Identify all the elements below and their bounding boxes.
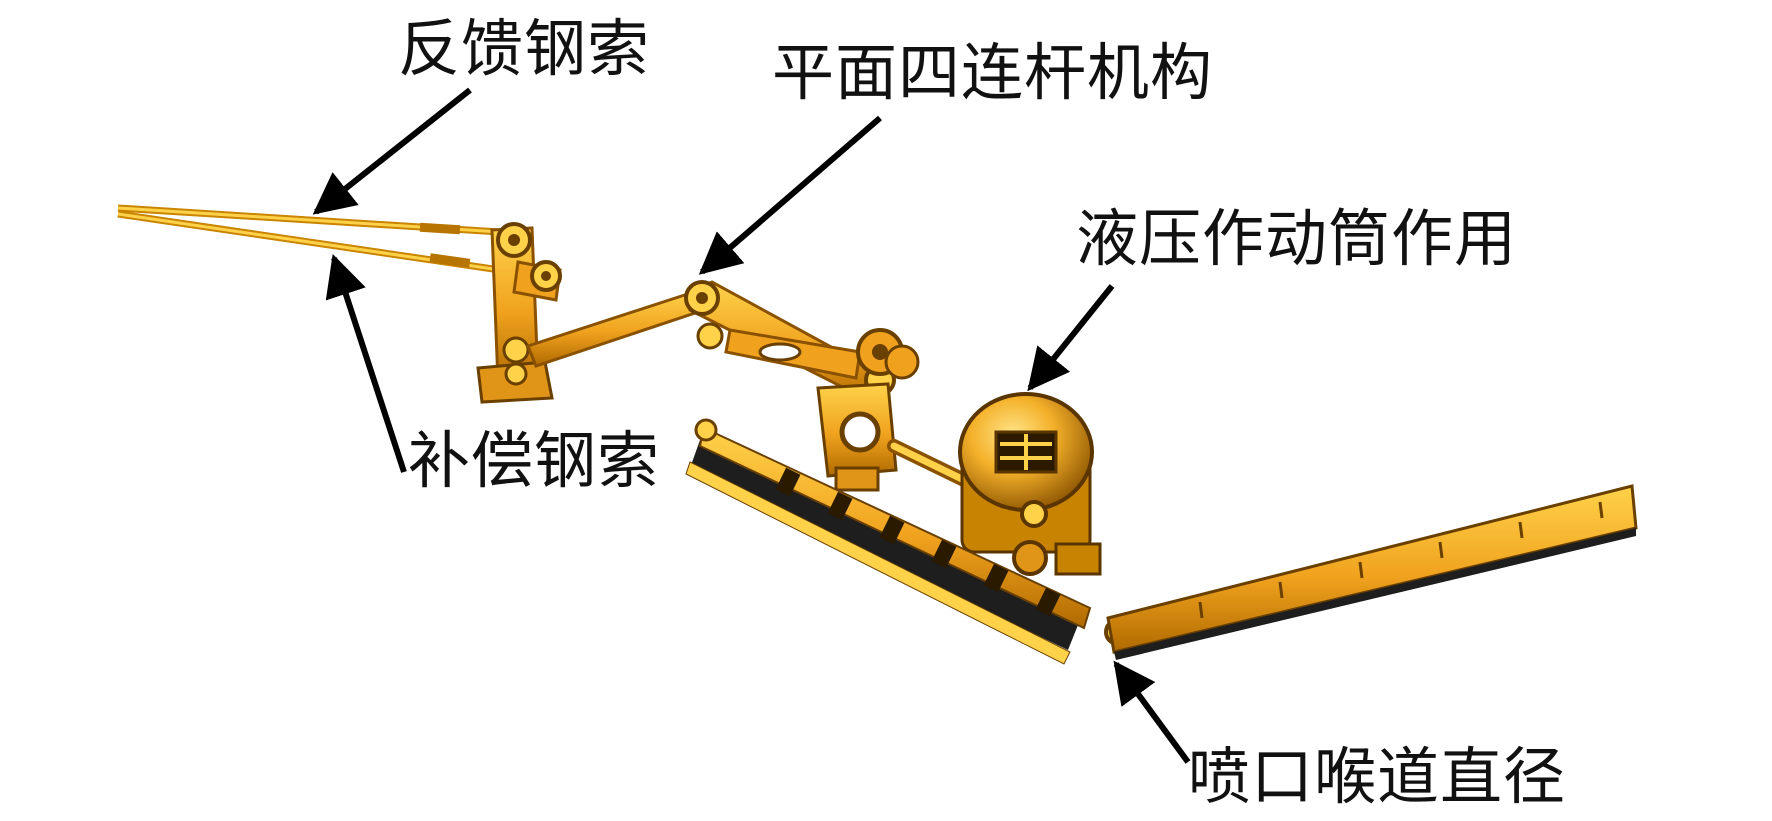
- divergent-flap: [1106, 484, 1638, 660]
- arrow-compensation-cable: [325, 254, 407, 473]
- bellcrank-bracket: [476, 222, 562, 404]
- arrow-four-bar: [698, 115, 882, 275]
- compensation-cable-label: 补偿钢索: [408, 424, 661, 497]
- hydraulic-cylinder: [958, 392, 1102, 576]
- arrow-feedback-cable: [312, 87, 472, 215]
- four-bar-linkage: [526, 280, 896, 404]
- feedback-cable-label: 反馈钢索: [398, 12, 651, 85]
- arrow-hydraulic: [1027, 284, 1115, 392]
- hydraulic-actuator-label: 液压作动筒作用: [1076, 202, 1518, 275]
- arrow-nozzle-throat: [1113, 660, 1191, 764]
- nozzle-flaps: [685, 418, 1092, 665]
- callout-arrows: [312, 87, 1191, 764]
- pivot-block: [816, 328, 920, 492]
- four-bar-linkage-label: 平面四连杆机构: [772, 36, 1214, 109]
- cable-assembly: [117, 204, 501, 274]
- nozzle-throat-diameter-label: 喷口喉道直径: [1188, 740, 1567, 813]
